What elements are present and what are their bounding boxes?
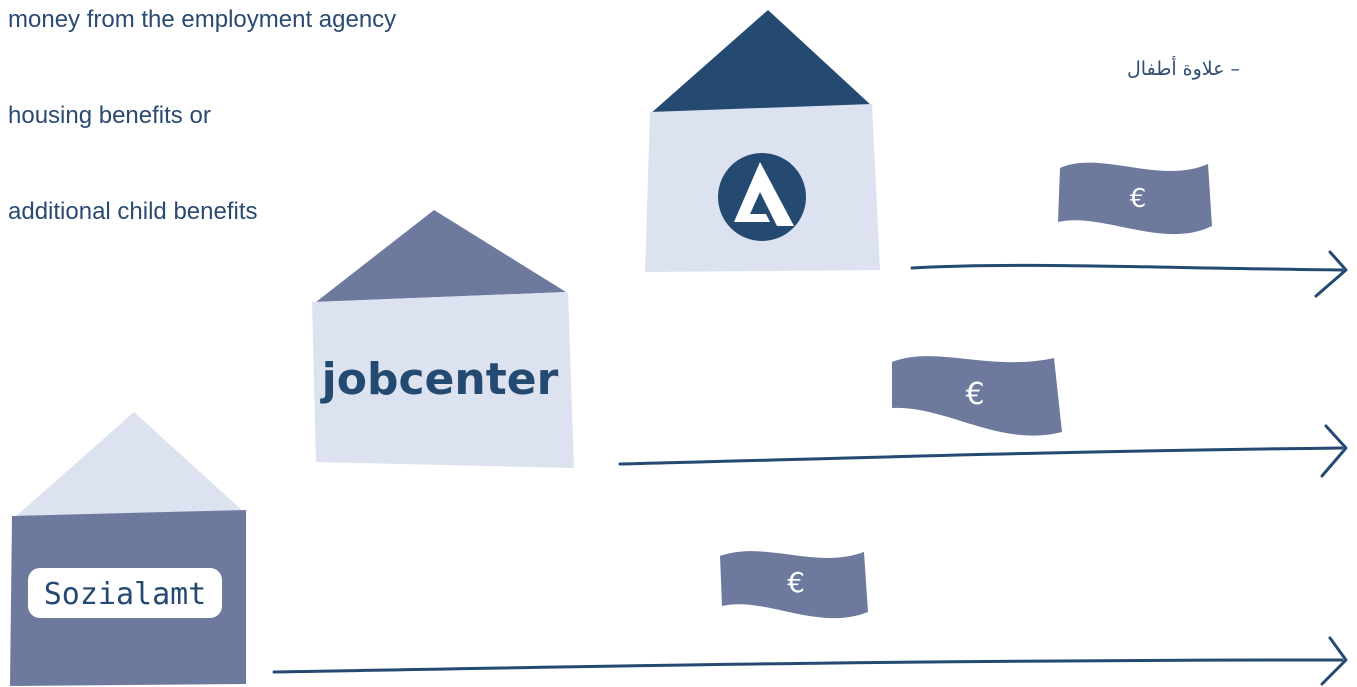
money-bill-middle: € — [892, 356, 1062, 436]
jobcenter-label: jobcenter — [320, 354, 559, 405]
text-line-housing-benefits: housing benefits or — [8, 102, 211, 129]
euro-symbol-middle: € — [965, 377, 984, 412]
money-bill-bottom: € — [720, 551, 868, 619]
employment-agency-building — [645, 10, 880, 272]
money-bill-top: € — [1058, 162, 1212, 235]
euro-symbol-bottom: € — [787, 566, 805, 599]
arrow-middle — [618, 424, 1348, 478]
jobcenter-roof — [316, 210, 566, 302]
sozialamt-label: Sozialamt — [44, 577, 207, 612]
text-line-employment-agency: money from the employment agency — [8, 6, 397, 33]
text-line-child-benefits: additional child benefits — [8, 198, 258, 225]
sozialamt-sign — [28, 568, 222, 618]
euro-symbol-top: € — [1130, 184, 1147, 214]
agency-roof — [650, 10, 872, 114]
arabic-note: – علاوة أطفال — [1127, 58, 1240, 80]
arrow-top — [910, 250, 1348, 298]
jobcenter-wall — [312, 292, 574, 468]
employment-agency-logo-icon — [718, 153, 806, 241]
sozialamt-building: Sozialamt — [10, 412, 246, 686]
sozialamt-roof — [14, 412, 244, 518]
jobcenter-building: jobcenter — [312, 210, 574, 468]
arrow-bottom — [272, 636, 1348, 686]
